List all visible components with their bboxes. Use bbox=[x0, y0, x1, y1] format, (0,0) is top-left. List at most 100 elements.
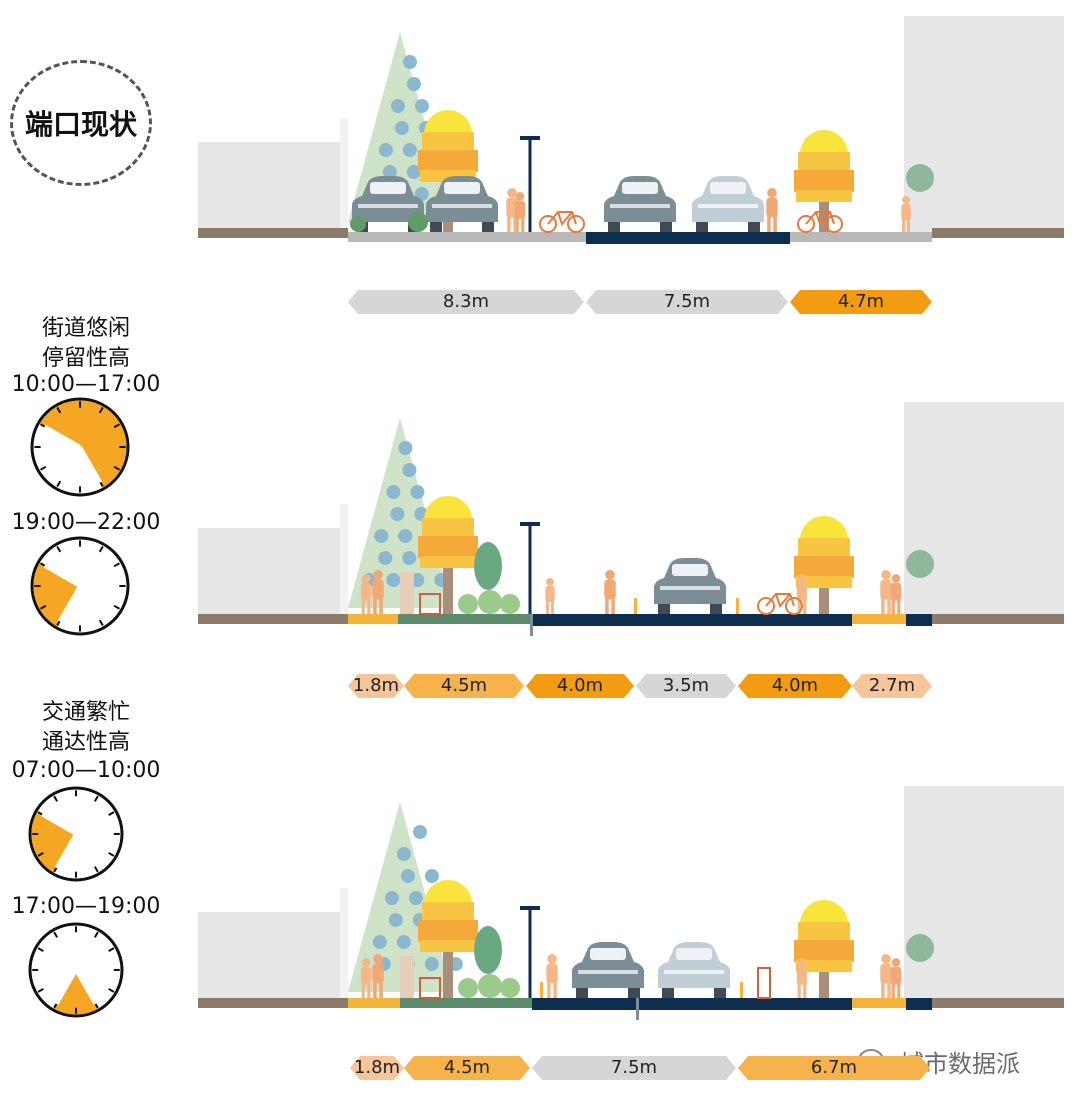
hedge-right bbox=[906, 164, 934, 192]
pedestrian-1-head bbox=[361, 574, 371, 583]
clock-2-1-tick bbox=[53, 795, 59, 802]
pine-tree-dot bbox=[400, 869, 415, 883]
clock-2-2-hand-from bbox=[74, 968, 98, 1005]
ground-left bbox=[198, 228, 348, 238]
pine-tree-dot bbox=[374, 529, 389, 543]
pedestrian-5-head bbox=[797, 574, 807, 583]
pedestrian-4-body bbox=[890, 582, 902, 601]
car-lane-1 bbox=[572, 942, 644, 998]
pine-tree-dot bbox=[378, 143, 393, 157]
yellow-tree-left-mid bbox=[422, 132, 474, 152]
width-bar-3-3 bbox=[532, 1056, 736, 1080]
bollard-2 bbox=[740, 982, 743, 998]
clock-2-1-hand-to bbox=[41, 812, 77, 836]
cyclist-2-head bbox=[605, 570, 615, 580]
pedestrian-2 bbox=[372, 954, 384, 998]
pedestrian-4-body bbox=[890, 966, 902, 985]
car-lane-wheel-l bbox=[658, 604, 670, 614]
clock-1-2-tick bbox=[98, 619, 104, 626]
car-lane-1 bbox=[604, 176, 676, 232]
pine-tree-dot bbox=[406, 165, 421, 179]
cyclist-1-body bbox=[545, 585, 555, 603]
pine-tree-dot bbox=[372, 935, 387, 949]
pedestrian-2-leg-l bbox=[515, 218, 519, 232]
section-3 bbox=[198, 786, 1064, 1020]
width-label-2-4: 3.5m bbox=[662, 675, 710, 696]
pedestrian-4 bbox=[890, 958, 902, 998]
pedestrian-5-body bbox=[796, 582, 808, 601]
yellow-tree-right-base bbox=[796, 960, 852, 972]
yellow-tree-right-trunk bbox=[819, 198, 829, 232]
pedestrian-2-head bbox=[373, 954, 383, 964]
pine-tree-dot bbox=[402, 551, 417, 565]
cyclist-1 bbox=[545, 578, 555, 614]
yellow-tree-left-trunk bbox=[443, 564, 453, 618]
pedestrian-2-leg-l bbox=[373, 598, 377, 614]
bicycle-2-wheel-front bbox=[825, 215, 843, 233]
clock-2-1-tick bbox=[108, 851, 115, 857]
yellow-tree-left-mid bbox=[422, 518, 474, 538]
clock-2-2-tick bbox=[53, 931, 59, 938]
bush-1 bbox=[458, 594, 478, 614]
clock-1-1 bbox=[30, 397, 130, 497]
bush-3 bbox=[500, 978, 520, 998]
road bbox=[586, 232, 790, 244]
bicycle-1-wheel-front bbox=[785, 597, 803, 615]
clock-1-2-tick bbox=[113, 604, 120, 610]
pedestrian-right-leg-l bbox=[902, 219, 905, 232]
yellow-tree-left-mid bbox=[422, 902, 474, 922]
bicycle-1-wheel-back bbox=[757, 597, 775, 615]
clock-1-2-tick bbox=[113, 562, 120, 568]
building-left-edge bbox=[340, 504, 348, 618]
pedestrian-3-body bbox=[880, 579, 892, 600]
clock-1-1-tick bbox=[56, 407, 62, 414]
pedestrian-1-leg-l bbox=[507, 216, 511, 232]
ground-left bbox=[198, 998, 348, 1008]
pedestrian-2-head bbox=[515, 192, 525, 201]
clock-1-1-tick bbox=[56, 480, 62, 487]
clock-1-1-hand-to bbox=[78, 445, 103, 484]
pedestrian-5-leg-r bbox=[803, 600, 807, 614]
pine-tree-dot bbox=[396, 847, 411, 861]
building-right bbox=[904, 402, 1064, 618]
clock-1-1-tick bbox=[98, 407, 104, 414]
bush-1 bbox=[350, 216, 366, 232]
clock-2-1-sector bbox=[31, 811, 77, 873]
pedestrian-3-leg-r bbox=[887, 982, 891, 998]
bush-3 bbox=[500, 594, 520, 614]
ground-right bbox=[932, 998, 1064, 1008]
yellow-tree-left bbox=[418, 880, 478, 1002]
pedestrian-3-leg-l bbox=[881, 982, 885, 998]
hedge-right bbox=[906, 934, 934, 962]
car-lane-1-wheel-l bbox=[576, 988, 588, 998]
cyclist-pedestrian bbox=[766, 188, 778, 232]
strip-left bbox=[348, 998, 400, 1008]
pedestrian-5-leg-l bbox=[797, 600, 801, 614]
width-bar-2-1 bbox=[348, 674, 404, 698]
yellow-tree-right-low bbox=[794, 170, 854, 192]
pedestrian-5 bbox=[796, 958, 808, 998]
width-label-3-3: 7.5m bbox=[610, 1057, 658, 1078]
curb-post bbox=[636, 998, 639, 1020]
clock-1-1-tick bbox=[113, 465, 120, 471]
green-tree bbox=[474, 542, 502, 590]
width-label-1-2: 7.5m bbox=[663, 291, 711, 312]
car-lane-1-grille bbox=[610, 204, 670, 208]
pedestrian-5-head bbox=[797, 958, 807, 967]
street-lamp-pole bbox=[528, 526, 532, 618]
street-lamp-head bbox=[520, 906, 540, 910]
width-bar-2-2 bbox=[404, 674, 524, 698]
street-lamp bbox=[520, 906, 540, 1002]
street-lamp bbox=[520, 522, 540, 618]
building-right bbox=[904, 786, 1064, 1002]
parked-car-2-grille bbox=[432, 204, 492, 208]
width-bar-2-5 bbox=[738, 674, 852, 698]
pine-tree-dot bbox=[398, 441, 413, 455]
pedestrian-4-head bbox=[891, 574, 901, 583]
pedestrian-1-leg-r bbox=[513, 216, 517, 232]
yellow-tree-right-mid bbox=[798, 152, 850, 172]
building-left bbox=[198, 912, 348, 1002]
bollard-1 bbox=[540, 982, 543, 998]
width-bar-2-3 bbox=[526, 674, 634, 698]
pedestrian-1-leg-l bbox=[361, 984, 365, 998]
